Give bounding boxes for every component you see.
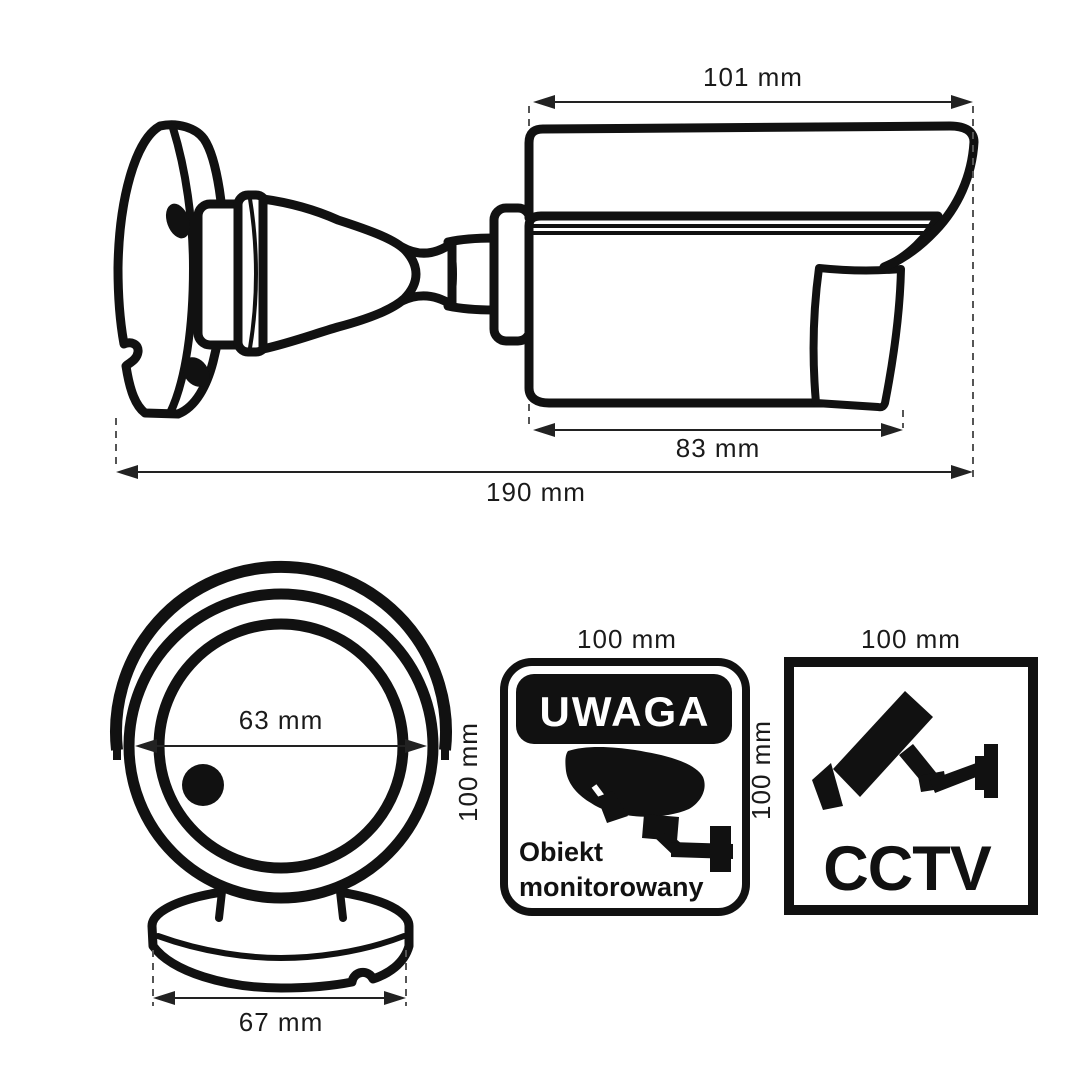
uwaga-header-text: UWAGA: [540, 688, 711, 735]
dim-190: 190 mm: [115, 418, 973, 507]
ir-led-dot: [182, 764, 224, 806]
dim-83-arrow-left: [533, 423, 555, 437]
cctv-label: CCTV: [823, 834, 991, 904]
uwaga-sign: 100 mm 100 mm UWAGA Obiekt monitorowany: [453, 624, 750, 916]
mount-joint: [193, 190, 535, 357]
uwaga-height-label: 100 mm: [453, 722, 483, 822]
dim-101-arrow-left: [533, 95, 555, 109]
screw-hole-bottom: [182, 357, 210, 387]
side-view: 101 mm 83 mm 190 mm: [113, 62, 979, 507]
joint-collar-b-groove: [248, 197, 258, 350]
dim-101: 101 mm: [528, 62, 974, 478]
lens-bezel: [809, 264, 905, 412]
dim-83: 83 mm: [528, 404, 904, 463]
uwaga-caption-line1: Obiekt: [519, 837, 603, 867]
screw-hole-top: [165, 203, 191, 239]
dim-63-arrow-left: [135, 739, 157, 753]
dim-63-arrow-right: [405, 739, 427, 753]
uwaga-header-bar: [516, 674, 732, 744]
cctv-sign: 100 mm 100 mm CCTV: [746, 624, 1038, 915]
dim-83-arrow-right: [881, 423, 903, 437]
dim-63-label: 63 mm: [239, 705, 323, 735]
dim-101-label: 101 mm: [703, 62, 803, 92]
dim-190-label: 190 mm: [486, 477, 586, 507]
dim-101-arrow-right: [951, 95, 973, 109]
dim-67-arrow-left: [153, 991, 175, 1005]
dim-190-arrow-left: [116, 465, 138, 479]
camera-body-side: [524, 121, 979, 412]
uwaga-camera-icon: [565, 746, 733, 872]
uwaga-caption-line2: monitorowany: [519, 872, 704, 902]
cctv-height-label: 100 mm: [746, 720, 776, 820]
uwaga-width-label: 100 mm: [577, 624, 677, 654]
front-view: 63 mm 67 mm: [110, 560, 452, 1037]
dim-67: 67 mm: [152, 950, 407, 1037]
dim-67-label: 67 mm: [239, 1007, 323, 1037]
base-rim-line: [155, 933, 407, 962]
cctv-width-label: 100 mm: [861, 624, 961, 654]
dim-190-arrow-right: [951, 465, 973, 479]
dim-83-label: 83 mm: [676, 433, 760, 463]
wall-plate-face-edge: [166, 124, 198, 417]
dim-63: 63 mm: [135, 705, 427, 753]
dim-67-arrow-right: [384, 991, 406, 1005]
joint-bullet-cone: [258, 194, 421, 354]
sunshield: [524, 121, 979, 272]
front-sunshield-arc: [110, 560, 452, 751]
cctv-camera-icon: [812, 691, 998, 810]
